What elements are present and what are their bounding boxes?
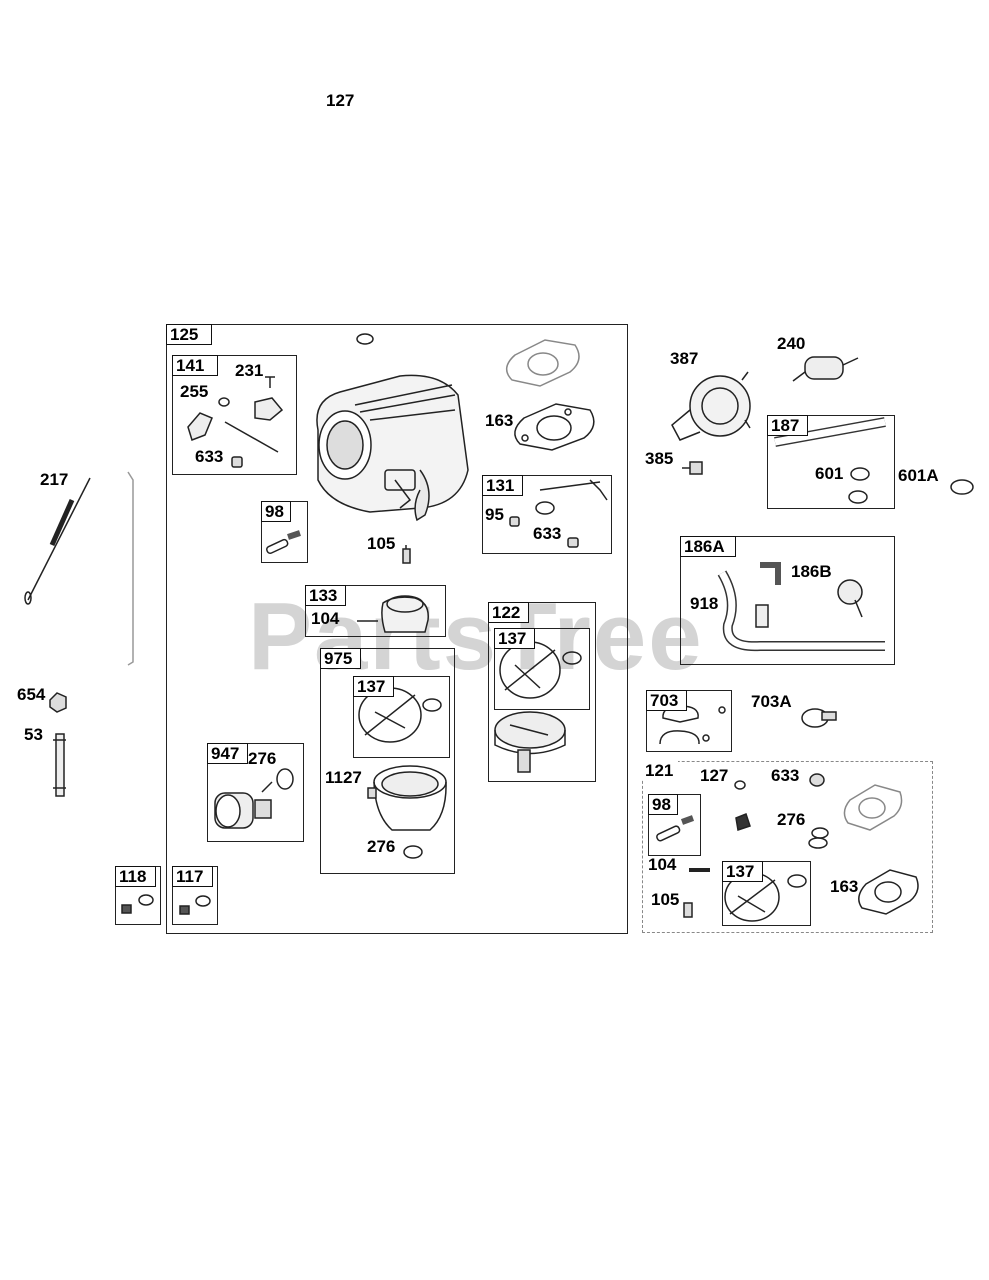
tag-703: 703 [646, 690, 687, 711]
gasket-icon [843, 784, 903, 831]
tag-137a: 137 [494, 628, 535, 649]
fuel-line-icon [717, 562, 885, 652]
tag-131: 131 [482, 475, 523, 496]
shaft-icon [127, 471, 134, 666]
tag-975: 975 [320, 648, 361, 669]
tag-186a: 186A [680, 536, 736, 557]
callout-276b: 276 [367, 837, 396, 856]
frame-947 [207, 743, 304, 842]
float-bowl-icon [494, 711, 566, 773]
tag-133: 133 [305, 585, 346, 606]
tag-187: 187 [767, 415, 808, 436]
callout-53: 53 [24, 725, 43, 744]
callout-703a: 703A [751, 692, 792, 711]
callout-633c: 633 [771, 766, 800, 785]
callout-1127: 1127 [325, 768, 362, 787]
callout-633: 633 [195, 447, 224, 466]
needle-icon [402, 545, 411, 564]
callout-276: 276 [248, 749, 277, 768]
clamp-icon [950, 479, 974, 495]
callout-163: 163 [485, 411, 514, 430]
callout-105b: 105 [651, 890, 680, 909]
callout-105: 105 [367, 534, 396, 553]
needle-icon [656, 773, 829, 918]
callout-104: 104 [311, 609, 340, 628]
callout-385: 385 [645, 449, 674, 468]
frame-186a [680, 536, 895, 665]
frame-137b [353, 676, 450, 758]
screw-icon [121, 894, 211, 915]
callout-918: 918 [690, 594, 719, 613]
tag-117: 117 [172, 866, 213, 887]
gasket-icon [858, 869, 919, 915]
callout-240: 240 [777, 334, 806, 353]
callout-127b: 127 [700, 766, 729, 785]
tag-947: 947 [207, 743, 248, 764]
float-icon [357, 595, 429, 633]
tag-137b: 137 [353, 676, 394, 697]
callout-633b: 633 [533, 524, 562, 543]
fuel-line-icon [774, 417, 886, 504]
frame-703 [646, 690, 732, 752]
callout-127: 127 [326, 91, 355, 110]
governor-spring-icon [24, 477, 91, 605]
callout-276c: 276 [777, 810, 806, 829]
gasket-icon [506, 339, 580, 387]
callout-186b: 186B [791, 562, 832, 581]
tag-125: 125 [166, 324, 212, 345]
solenoid-icon [214, 768, 294, 829]
shaft-icon [187, 397, 284, 468]
washer-icon [356, 333, 374, 345]
tag-141: 141 [172, 355, 218, 376]
callout-601a: 601A [898, 466, 939, 485]
screw-icon [49, 692, 67, 797]
frame-122 [488, 602, 596, 782]
callout-231: 231 [235, 361, 264, 380]
callout-95: 95 [485, 505, 504, 524]
clamp-icon [659, 705, 837, 745]
callout-217: 217 [40, 470, 69, 489]
callout-601: 601 [815, 464, 844, 483]
callout-654: 654 [17, 685, 46, 704]
tag-118: 118 [115, 866, 156, 887]
frame-187 [767, 415, 895, 509]
fuel-pump-icon [671, 371, 751, 475]
callout-255: 255 [180, 382, 209, 401]
gasket-icon [514, 403, 595, 451]
float-bowl-icon [367, 765, 447, 859]
callout-163b: 163 [830, 877, 859, 896]
callout-104b: 104 [648, 855, 677, 874]
frame-125 [166, 324, 628, 934]
frame-121 [642, 761, 933, 933]
tag-98: 98 [261, 501, 291, 522]
callout-387: 387 [670, 349, 699, 368]
washer-icon [218, 397, 230, 407]
frame-141 [172, 355, 297, 475]
tag-122: 122 [488, 602, 529, 623]
frame-133 [305, 585, 446, 637]
carburetor-icon [316, 374, 469, 522]
frame-137c [722, 861, 811, 926]
frame-975 [320, 648, 455, 874]
tag-98b: 98 [648, 794, 678, 815]
fuel-filter-icon [792, 356, 859, 382]
tag-121: 121 [642, 761, 678, 780]
frame-137a [494, 628, 590, 710]
shaft-icon [509, 479, 608, 548]
tag-137c: 137 [722, 861, 763, 882]
screw-icon [265, 376, 275, 388]
frame-131 [482, 475, 612, 554]
needle-icon [265, 530, 301, 555]
